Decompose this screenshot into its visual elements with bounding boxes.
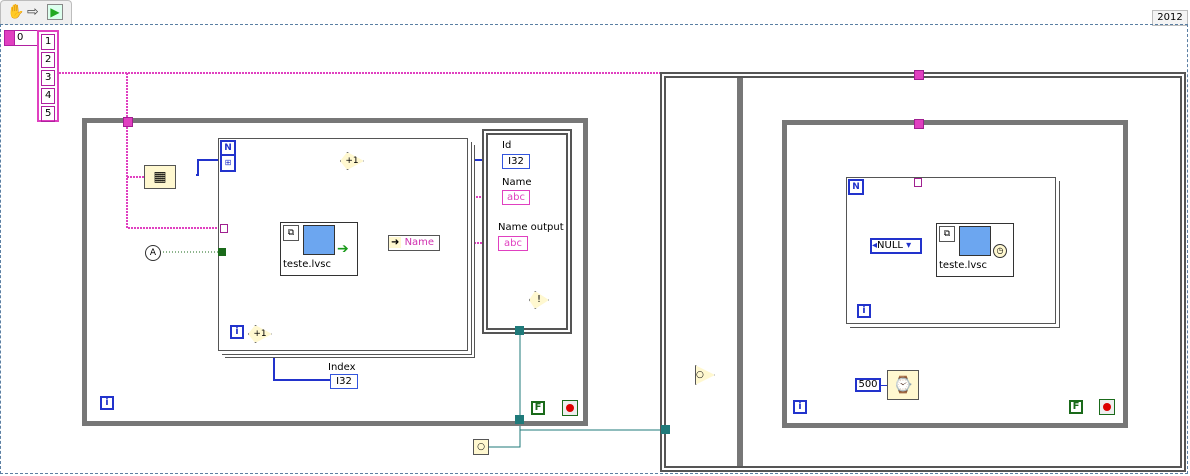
null-constant[interactable]: ◂NULL ▾ — [870, 238, 922, 254]
loop-count-terminal[interactable]: N — [848, 179, 864, 195]
run-icon[interactable]: ▶ — [47, 4, 63, 20]
tunnel-ref — [218, 248, 226, 256]
array-element[interactable]: 4 — [41, 88, 55, 104]
reference-node[interactable]: A — [145, 245, 161, 261]
wait-ms-constant[interactable]: 500 — [855, 378, 881, 392]
array-element[interactable]: 1 — [41, 34, 55, 50]
tunnel-string — [914, 178, 922, 187]
grid-icon[interactable]: ▦ — [144, 165, 176, 189]
array-element[interactable]: 2 — [41, 52, 55, 68]
class-icon: ⧉ — [283, 225, 299, 241]
array-element[interactable]: 3 — [41, 70, 55, 86]
tunnel-error — [515, 326, 524, 335]
chevron-down-icon: ▾ — [902, 240, 912, 251]
for-iteration-terminal: i — [857, 304, 871, 318]
window-icon — [303, 225, 335, 255]
array-constant[interactable]: 1 2 3 4 5 — [37, 30, 59, 122]
arrow-right-icon[interactable]: ⇨ — [27, 4, 39, 20]
stop-icon — [566, 404, 574, 412]
false-constant[interactable]: F — [531, 401, 545, 415]
subvi-teste-left[interactable]: ⧉ ➔ teste.lvsc — [280, 222, 358, 276]
tunnel-string — [220, 224, 228, 233]
block-diagram-border — [0, 24, 1188, 474]
name-output-label: Name output — [498, 222, 564, 233]
property-name: Name — [404, 237, 435, 248]
subvi-label: teste.lvsc — [283, 259, 331, 270]
constant-node[interactable]: ○ — [473, 439, 489, 455]
array-index[interactable]: 0 — [14, 30, 38, 46]
sequence-tunnel — [661, 425, 670, 434]
name-label: Name — [502, 177, 532, 188]
while-iteration-terminal: i — [793, 400, 807, 414]
arrow-left-icon: ◂ — [872, 240, 878, 251]
while-iteration-terminal: i — [100, 396, 114, 410]
subvi-label: teste.lvsc — [939, 260, 987, 271]
arrow-right-icon: ➔ — [337, 241, 349, 257]
subvi-teste-right[interactable]: ⧉ ◷ teste.lvsc — [936, 223, 1014, 277]
wait-wire — [881, 385, 887, 386]
id-label: Id — [502, 140, 512, 151]
while-loop-right[interactable] — [782, 120, 1128, 428]
version-label: 2012 — [1152, 10, 1188, 26]
id-input-icon[interactable]: ⊞ — [220, 154, 236, 172]
loop-tunnel-ref — [515, 415, 524, 424]
iteration-terminal: i — [230, 325, 244, 339]
while-loop-left[interactable] — [82, 118, 588, 426]
class-icon: ⧉ — [939, 226, 955, 242]
name-indicator[interactable]: abc — [502, 190, 530, 205]
hand-icon[interactable]: ✋ — [7, 4, 25, 20]
null-label: NULL — [877, 240, 903, 251]
stop-terminal[interactable] — [1099, 399, 1115, 415]
false-constant[interactable]: F — [1069, 400, 1083, 414]
loop-tunnel — [123, 117, 133, 127]
sequence-tunnel-string — [914, 70, 924, 80]
array-element[interactable]: 5 — [41, 106, 55, 122]
window-icon — [959, 226, 991, 256]
wait-ms-icon[interactable]: ⌚ — [887, 370, 919, 400]
index-indicator[interactable]: I32 — [330, 374, 358, 389]
arrow-icon: ➜ — [389, 237, 402, 248]
name-output-indicator[interactable]: abc — [498, 236, 528, 251]
index-label: Index — [328, 362, 356, 373]
loop-tunnel — [914, 119, 924, 129]
property-node[interactable]: ➜ Name — [388, 235, 440, 251]
toolbar: ✋ ⇨ ▶ — [0, 0, 72, 25]
clock-icon: ◷ — [993, 244, 1007, 258]
stop-terminal[interactable] — [562, 400, 578, 416]
sequence-divider — [737, 78, 743, 466]
stop-icon — [1103, 403, 1111, 411]
id-indicator[interactable]: I32 — [502, 154, 530, 169]
